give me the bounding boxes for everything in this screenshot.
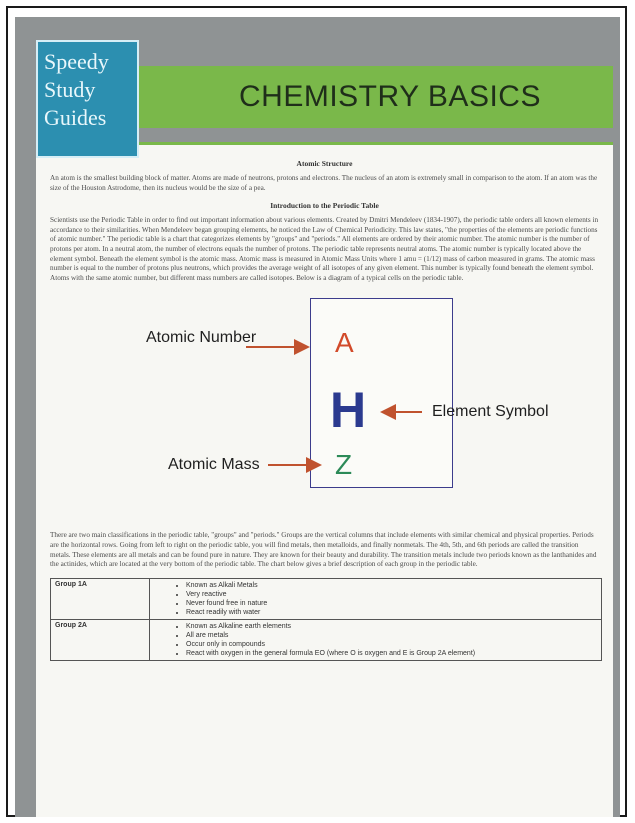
symbol-element: H bbox=[330, 382, 367, 439]
book-cover: Speedy Study Guides CHEMISTRY BASICS Ato… bbox=[15, 17, 620, 817]
list-item: Occur only in compounds bbox=[186, 640, 597, 649]
groups-table: Group 1AKnown as Alkali MetalsVery react… bbox=[50, 577, 602, 661]
symbol-atomic-number: A bbox=[335, 327, 354, 359]
group-name: Group 2A bbox=[50, 618, 150, 661]
heading-atomic-structure: Atomic Structure bbox=[296, 159, 353, 168]
list-item: React readily with water bbox=[186, 608, 597, 617]
symbol-atomic-mass: Z bbox=[335, 449, 353, 481]
element-cell-diagram: Atomic Number Element Symbol Atomic Mass… bbox=[50, 291, 599, 531]
group-name: Group 1A bbox=[50, 577, 150, 620]
logo-line-2: Study bbox=[44, 77, 96, 102]
heading-periodic-intro: Introduction to the Periodic Table bbox=[270, 201, 379, 211]
logo-line-1: Speedy bbox=[44, 49, 109, 74]
list-item: Known as Alkali Metals bbox=[186, 581, 597, 590]
logo-line-3: Guides bbox=[44, 105, 107, 130]
group-bullet-list: Known as Alkaline earth elementsAll are … bbox=[154, 622, 597, 658]
element-cell-box bbox=[310, 298, 453, 489]
label-element-symbol: Element Symbol bbox=[432, 403, 549, 421]
diagram-arrows bbox=[246, 339, 422, 474]
speedy-study-guides-logo: Speedy Study Guides bbox=[36, 40, 139, 158]
paragraph-atomic-structure: An atom is the smallest building block o… bbox=[50, 174, 598, 192]
paragraph-periodic-intro: Scientists use the Periodic Table in ord… bbox=[50, 216, 599, 282]
content-panel: Atomic Structure An atom is the smallest… bbox=[36, 142, 613, 817]
page-title: CHEMISTRY BASICS bbox=[239, 80, 541, 113]
table-row: Group 2AKnown as Alkaline earth elements… bbox=[50, 618, 602, 661]
label-atomic-mass: Atomic Mass bbox=[168, 456, 260, 474]
group-bullet-list: Known as Alkali MetalsVery reactiveNever… bbox=[154, 581, 597, 617]
paragraph-classifications: There are two main classifications in th… bbox=[50, 531, 597, 569]
list-item: All are metals bbox=[186, 631, 597, 640]
group-description: Known as Alkali MetalsVery reactiveNever… bbox=[149, 577, 602, 620]
list-item: React with oxygen in the general formula… bbox=[186, 649, 597, 658]
label-atomic-number: Atomic Number bbox=[146, 329, 257, 347]
title-band: CHEMISTRY BASICS bbox=[123, 66, 613, 128]
list-item: Never found free in nature bbox=[186, 599, 597, 608]
table-row: Group 1AKnown as Alkali MetalsVery react… bbox=[50, 577, 602, 620]
group-description: Known as Alkaline earth elementsAll are … bbox=[149, 618, 602, 661]
list-item: Very reactive bbox=[186, 590, 597, 599]
list-item: Known as Alkaline earth elements bbox=[186, 622, 597, 631]
